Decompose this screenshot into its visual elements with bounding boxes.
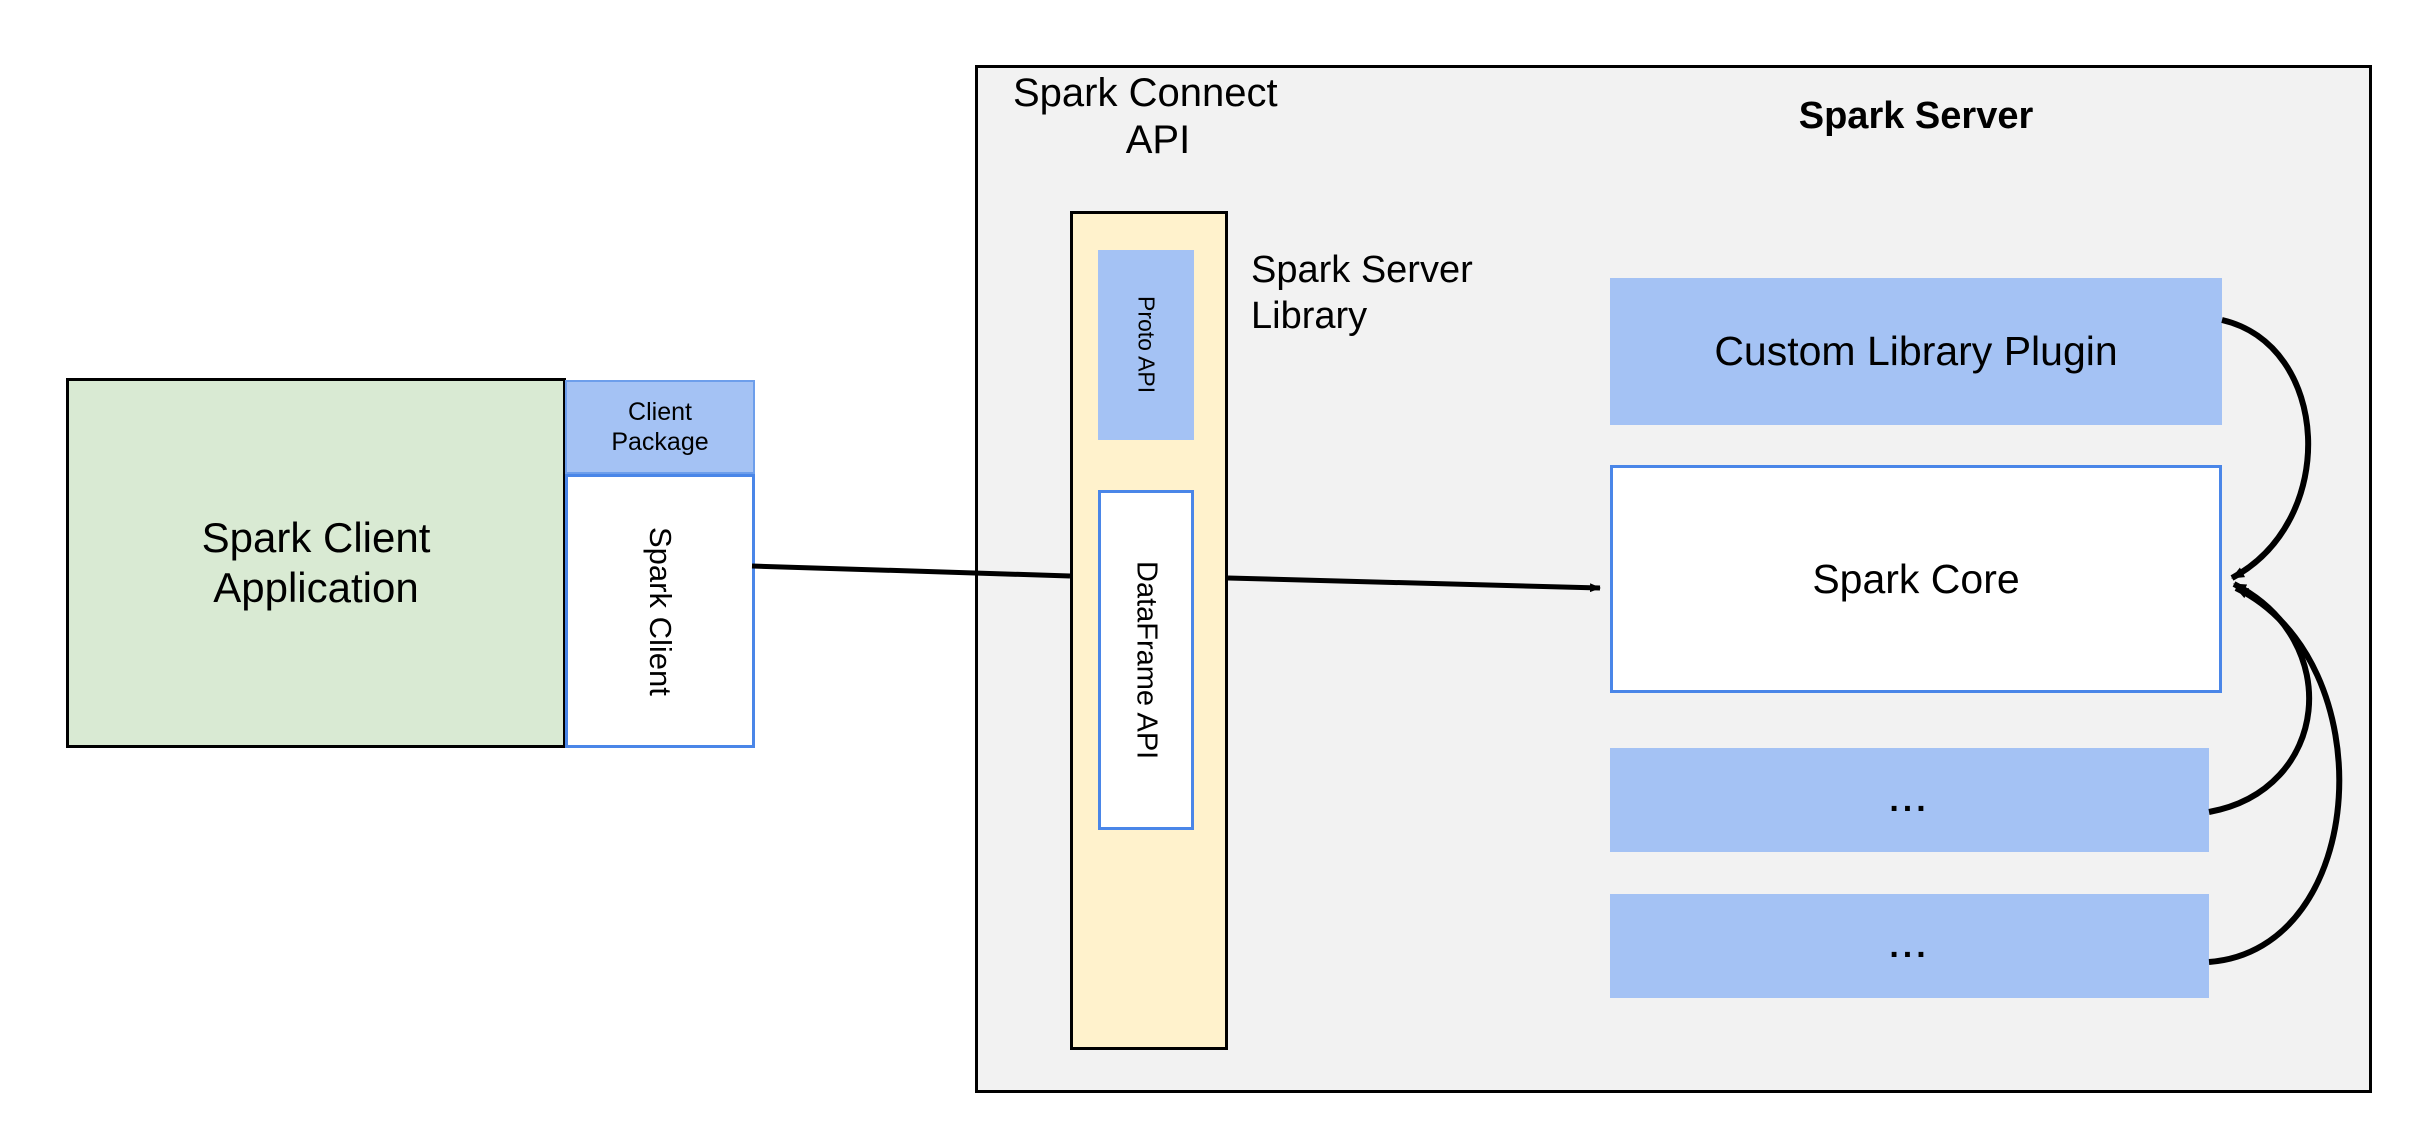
client-app-label-line2: Application bbox=[213, 564, 419, 611]
proto-api-box[interactable]: Proto API bbox=[1098, 250, 1194, 440]
dataframe-api-label: DataFrame API bbox=[1130, 560, 1163, 760]
spark-server-library-label-line1: Spark Server bbox=[1251, 249, 1473, 291]
client-app-label-line1: Spark Client bbox=[201, 514, 431, 562]
spark-server-library-label-line2: Library bbox=[1251, 294, 1368, 337]
custom-library-plugin-box[interactable]: Custom Library Plugin bbox=[1610, 278, 2222, 425]
spark-server-title: Spark Server bbox=[1798, 94, 2034, 137]
spark-server-library-label: Spark Server Library bbox=[1251, 248, 1551, 358]
spark-client-label: Spark Client bbox=[643, 526, 678, 696]
spark-connect-api-label-line2: API bbox=[1125, 118, 1191, 163]
dataframe-api-box[interactable]: DataFrame API bbox=[1098, 490, 1194, 830]
client-package-box[interactable]: Client Package bbox=[565, 380, 755, 474]
spark-client-application-box[interactable]: Spark Client Application bbox=[66, 378, 566, 748]
client-package-label-line2: Package bbox=[611, 428, 709, 456]
proto-api-label: Proto API bbox=[1133, 296, 1160, 394]
ellipsis-box-2[interactable]: ... bbox=[1610, 894, 2209, 998]
client-package-label-line1: Client bbox=[628, 397, 692, 426]
ellipsis-box-1[interactable]: ... bbox=[1610, 748, 2209, 852]
spark-core-box[interactable]: Spark Core bbox=[1610, 465, 2222, 693]
spark-connect-api-label-line1: Spark Connect bbox=[1013, 71, 1278, 115]
spark-client-box[interactable]: Spark Client bbox=[565, 474, 755, 748]
spark-connect-api-label: Spark Connect API bbox=[1013, 70, 1303, 175]
